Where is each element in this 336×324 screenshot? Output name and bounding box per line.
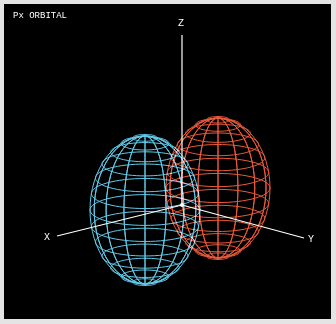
- wire-line: [90, 195, 200, 226]
- wire-line: [106, 136, 184, 284]
- wire-line: [133, 134, 157, 141]
- axis-line: [57, 205, 182, 236]
- wire-line: [171, 205, 265, 231]
- wire-line: [121, 270, 169, 283]
- axis-line: [181, 35, 182, 205]
- wire-line: [133, 279, 157, 286]
- wire-line: [195, 245, 240, 258]
- wire-line: [206, 117, 229, 123]
- wire-line: [91, 211, 198, 241]
- axis-line: [182, 205, 304, 238]
- wire-line: [206, 253, 229, 259]
- display-screen: Px ORBITAL Z X Y: [4, 4, 331, 319]
- wire-line: [218, 118, 219, 258]
- wire-line: [177, 220, 258, 243]
- wire-line: [198, 118, 238, 258]
- wire-line: [111, 258, 180, 277]
- wire-line: [145, 136, 146, 284]
- wire-line: [186, 234, 251, 252]
- wire-line: [106, 136, 184, 284]
- wire-line: [90, 136, 200, 284]
- axis-group: [57, 35, 304, 238]
- origin-dot: [180, 203, 184, 207]
- axis-label: Y: [308, 235, 314, 245]
- orbital-illustration: [4, 4, 331, 319]
- wire-line: [95, 228, 194, 256]
- wire-line: [198, 118, 238, 258]
- axis-label: Z: [178, 19, 184, 29]
- wire-line: [94, 136, 196, 284]
- wire-line: [95, 164, 194, 192]
- orbital-title: Px ORBITAL: [13, 12, 67, 21]
- wire-line: [171, 145, 265, 171]
- axis-label: X: [44, 233, 50, 243]
- wire-line: [94, 136, 196, 284]
- cyan-lobe: [90, 134, 200, 285]
- wire-line: [102, 244, 188, 268]
